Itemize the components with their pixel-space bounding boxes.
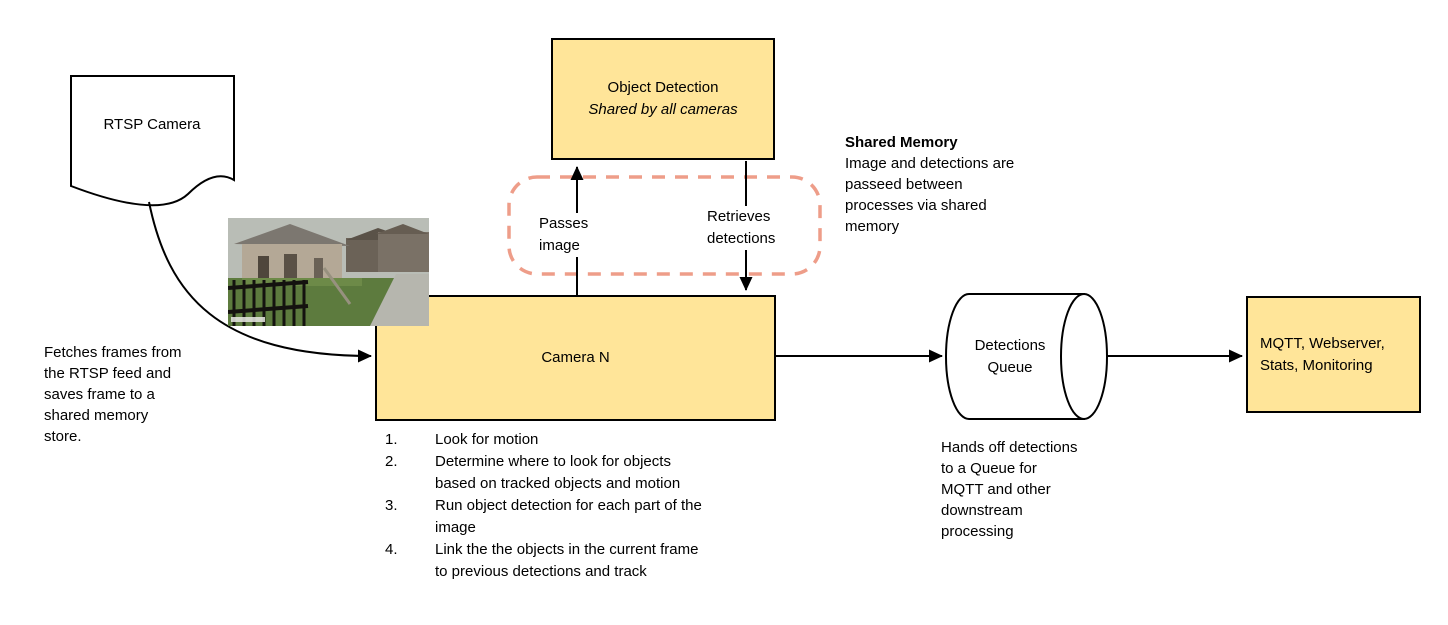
camera-snapshot-art xyxy=(228,218,429,326)
queue-note: Hands off detections to a Queue for MQTT… xyxy=(941,439,1078,540)
detections-queue-label: Detections Queue xyxy=(974,337,1046,376)
outputs-label: MQTT, Webserver, Stats, Monitoring xyxy=(1260,334,1385,374)
camera-step-4: 4. Link the the objects in the current f… xyxy=(385,539,785,583)
camera-step-4-text: Link the the objects in the current fram… xyxy=(435,541,699,580)
camera-step-2-num: 2. xyxy=(385,453,398,470)
object-detection-subtitle: Shared by all cameras xyxy=(588,101,738,118)
passes-image-label: Passes image xyxy=(537,213,591,257)
object-detection-node: Object Detection Shared by all cameras xyxy=(551,38,775,160)
retrieves-detections-label: Retrieves detections xyxy=(705,206,778,250)
shared-memory-body: Image and detections are passeed between… xyxy=(845,155,1015,235)
camera-n-label: Camera N xyxy=(541,349,610,366)
camera-step-3: 3. Run object detection for each part of… xyxy=(385,495,785,539)
camera-step-1-num: 1. xyxy=(385,431,398,448)
camera-snapshot-image xyxy=(228,218,429,326)
camera-step-1-text: Look for motion xyxy=(435,431,539,448)
shared-memory-title: Shared Memory xyxy=(845,134,958,151)
object-detection-title: Object Detection xyxy=(607,79,719,96)
camera-step-2: 2. Determine where to look for objects b… xyxy=(385,451,785,495)
rtsp-camera-label: RTSP Camera xyxy=(103,116,201,133)
fetch-note: Fetches frames from the RTSP feed and sa… xyxy=(44,344,182,445)
camera-step-3-text: Run object detection for each part of th… xyxy=(435,497,702,536)
camera-steps-list: 1. Look for motion 2. Determine where to… xyxy=(385,429,785,583)
camera-n-node: Camera N xyxy=(375,295,776,421)
camera-step-2-text: Determine where to look for objects base… xyxy=(435,453,681,492)
camera-step-3-num: 3. xyxy=(385,497,398,514)
rtsp-camera-shape xyxy=(70,75,235,207)
camera-step-4-num: 4. xyxy=(385,541,398,558)
camera-step-1: 1. Look for motion xyxy=(385,429,785,451)
outputs-node: MQTT, Webserver, Stats, Monitoring xyxy=(1246,296,1421,413)
shared-memory-note: Shared Memory Image and detections are p… xyxy=(845,132,1075,237)
